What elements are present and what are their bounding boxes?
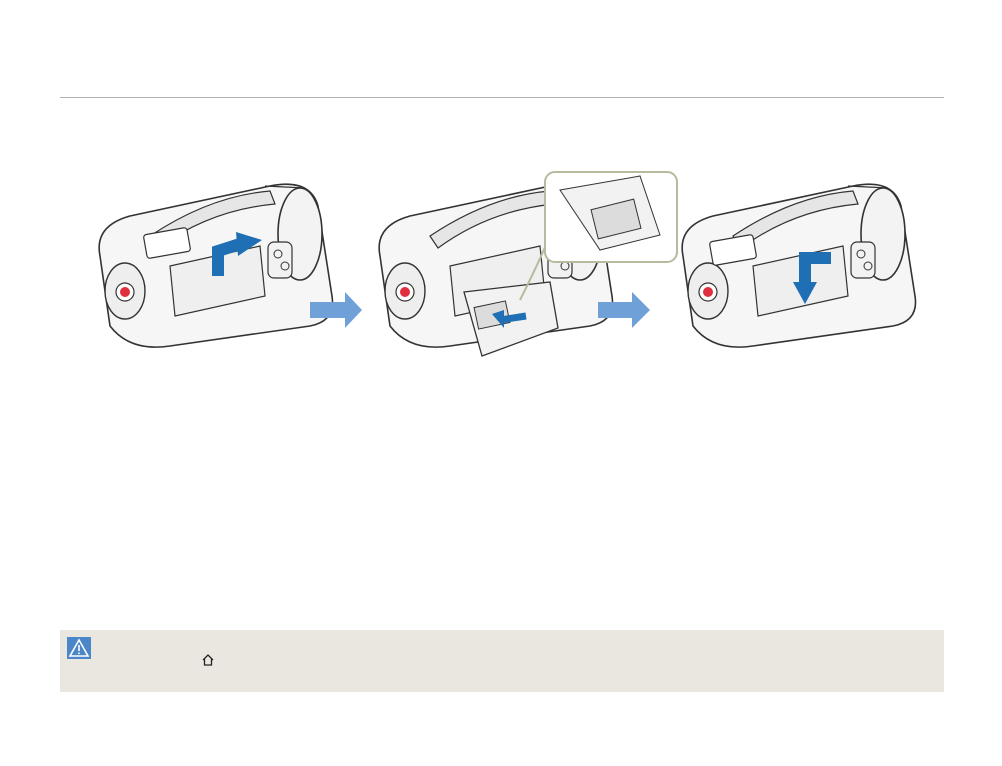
camcorder-cover-open-icon [98,183,334,348]
card-installation-figure [98,171,917,357]
cover-close-arrow-icon [793,252,831,304]
warning-icon [67,637,91,659]
camcorder-cover-close-icon [681,183,917,348]
cover-lift-arrow-icon [212,232,262,276]
warning-note [60,630,944,692]
memory-card-icon [590,198,642,240]
home-icon[interactable] [201,653,215,667]
header-rule [60,97,944,98]
flow-arrow-icon [310,292,362,328]
flow-arrow-icon [598,292,650,328]
camcorder-card-insert-icon [378,183,614,357]
zoom-callout [519,171,678,301]
card-insert-arrow-icon [492,310,527,328]
